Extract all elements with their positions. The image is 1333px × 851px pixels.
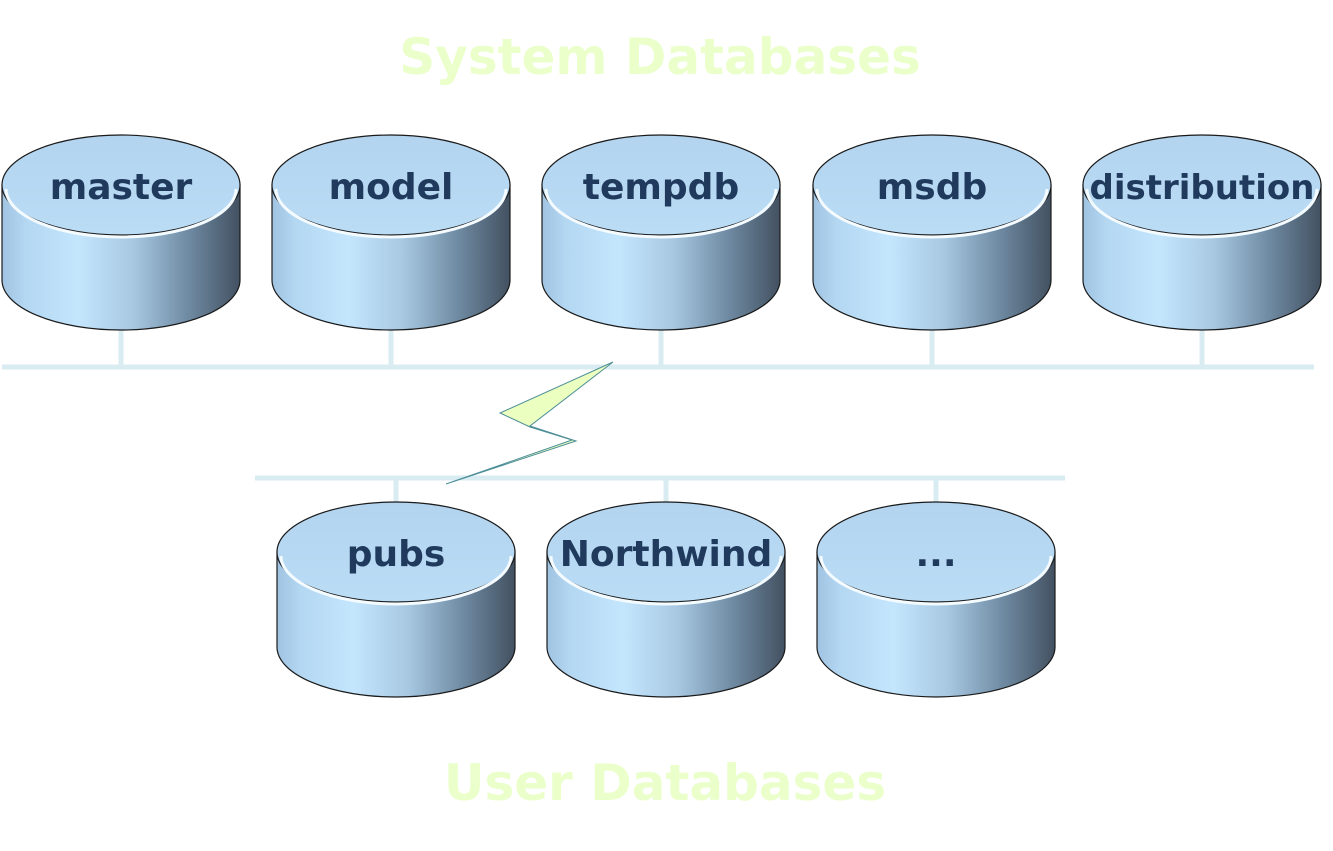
cylinder-rim-highlight [279,555,513,606]
database-label: Northwind [560,534,772,575]
cylinder-rim-highlight [819,555,1053,606]
database-system-4[interactable]: distribution [1082,134,1322,331]
cylinder-top [541,134,781,236]
database-system-0[interactable]: master [1,134,241,331]
database-label: msdb [877,167,987,208]
system-databases-group: master model tempdb msdb distribution [1,134,1322,331]
database-label: model [329,167,454,208]
cylinder-top [546,501,786,603]
cylinder-rim-highlight [815,188,1049,239]
database-label: distribution [1090,168,1315,208]
cylinder-rim-highlight [544,188,778,239]
cylinder-top [276,501,516,603]
cylinder-rim-highlight [4,188,238,239]
connectors [118,325,1205,510]
database-system-2[interactable]: tempdb [541,134,781,331]
cylinder-rim-highlight [549,555,783,606]
user-databases-group: pubs Northwind... [276,501,1056,698]
cylinder-rim-highlight [1085,188,1319,239]
database-label: tempdb [583,167,739,208]
database-system-1[interactable]: model [271,134,511,331]
cylinder-top [271,134,511,236]
database-label: ... [915,534,956,575]
lightning-bolt-icon [445,361,614,485]
cylinder-top [1082,134,1322,236]
system-databases-title: System Databases [399,28,921,86]
database-user-2[interactable]: ... [816,501,1056,698]
database-user-0[interactable]: pubs [276,501,516,698]
cylinder-rim-highlight [274,188,508,239]
cylinder-top [1,134,241,236]
cylinder-top [812,134,1052,236]
user-databases-title: User Databases [444,754,886,812]
database-label: master [50,167,193,208]
database-user-1[interactable]: Northwind [546,501,786,698]
database-system-3[interactable]: msdb [812,134,1052,331]
database-label: pubs [347,534,446,575]
cylinder-top [816,501,1056,603]
